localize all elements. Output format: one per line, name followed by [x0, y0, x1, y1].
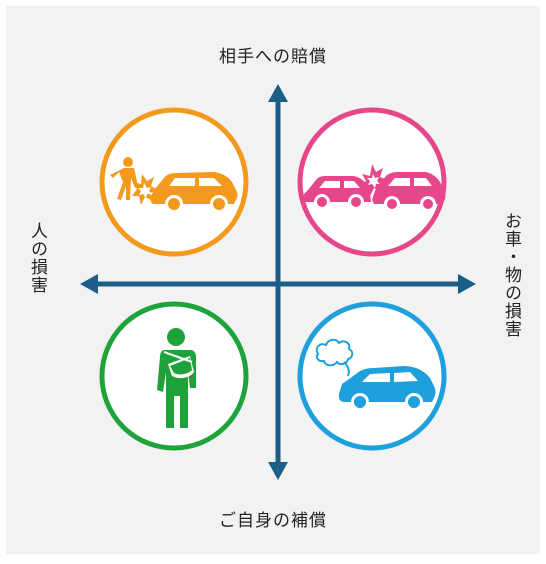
arrow-right-icon	[458, 274, 476, 294]
axis-label-bottom: ご自身の補償	[219, 511, 327, 531]
axis-label-right: お車・物の損害	[501, 212, 521, 338]
broken-down-car-icon	[315, 338, 436, 411]
arrow-left-icon	[80, 274, 98, 294]
quadrant-top-right	[297, 107, 447, 257]
axes	[80, 84, 476, 480]
car-collision-icon	[303, 164, 446, 212]
injured-person-icon	[157, 328, 196, 428]
person-hit-by-car-icon	[110, 157, 238, 213]
quadrant-top-left	[99, 107, 249, 257]
quadrant-bottom-right	[297, 301, 447, 451]
quadrant-bottom-left	[99, 301, 249, 451]
arrow-up-icon	[268, 84, 288, 102]
axis-label-left: 人の損害	[27, 222, 47, 294]
axis-label-top: 相手への賠償	[219, 47, 327, 67]
arrow-down-icon	[268, 462, 288, 480]
